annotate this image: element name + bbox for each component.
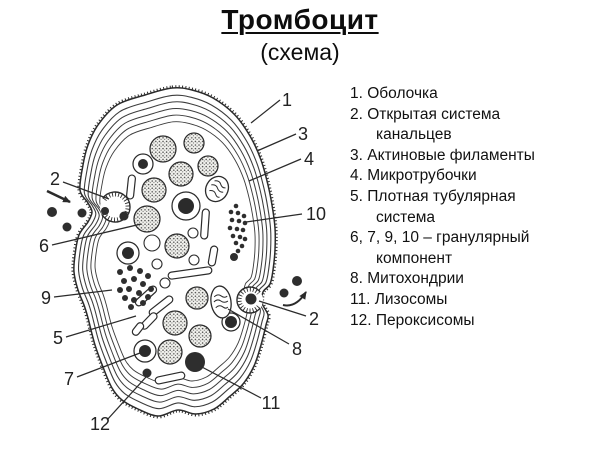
leader-line <box>245 213 303 223</box>
organelles <box>47 132 302 385</box>
leader-line <box>51 223 142 246</box>
legend-line: 3. Актиновые филаменты <box>350 146 535 164</box>
diagram-label-11: 11 <box>262 393 281 413</box>
legend: 1. Оболочка 2. Открытая система канальцев 3… <box>350 84 598 331</box>
leader-line <box>106 376 147 421</box>
diagram-label-2: 2 <box>309 309 319 329</box>
legend-line: 5. Плотная тубулярная <box>350 187 516 205</box>
legend-line: 8. Митохондрии <box>350 270 464 288</box>
transport-arrows <box>46 189 307 307</box>
leader-line <box>248 158 302 182</box>
diagram-label-4: 4 <box>304 149 314 169</box>
legend-line: система <box>376 208 435 226</box>
diagram-label-12: 12 <box>90 414 110 434</box>
leader-line <box>256 133 297 152</box>
diagram-label-1: 1 <box>282 90 292 110</box>
leader-line <box>62 181 110 200</box>
diagram-label-8: 8 <box>292 339 302 359</box>
leader-line <box>258 300 307 317</box>
legend-line: 11. Лизосомы <box>350 290 448 308</box>
leader-line <box>65 315 137 338</box>
page-subtitle: (схема) <box>260 39 340 65</box>
title-block: Тромбоцит (схема) <box>0 4 600 66</box>
release-arrow <box>282 291 307 307</box>
diagram-label-3: 3 <box>298 124 308 144</box>
diagram-label-10: 10 <box>306 204 326 224</box>
legend-line: канальцев <box>376 126 452 144</box>
legend-line: компонент <box>376 249 453 267</box>
legend-line: 1. Оболочка <box>350 85 438 102</box>
leader-line <box>250 99 281 124</box>
diagram-label-2: 2 <box>50 169 60 189</box>
diagram-label-7: 7 <box>64 369 74 389</box>
leader-line <box>76 352 141 378</box>
legend-line: 6, 7, 9, 10 – гранулярный <box>350 229 530 247</box>
diagram-label-9: 9 <box>41 288 51 308</box>
page-title: Тромбоцит <box>221 4 379 35</box>
mitochondrion <box>210 285 232 319</box>
mitochondrion <box>204 175 230 203</box>
diagram-label-5: 5 <box>53 328 63 348</box>
legend-line: 2. Открытая система <box>350 105 501 123</box>
uptake-arrow <box>46 189 71 204</box>
leader-line <box>227 308 290 345</box>
legend-line: 4. Микротрубочки <box>350 167 477 185</box>
legend-line: 12. Пероксисомы <box>350 311 475 329</box>
diagram-label-6: 6 <box>39 236 49 256</box>
leader-line <box>199 365 262 399</box>
leader-line <box>53 289 113 298</box>
